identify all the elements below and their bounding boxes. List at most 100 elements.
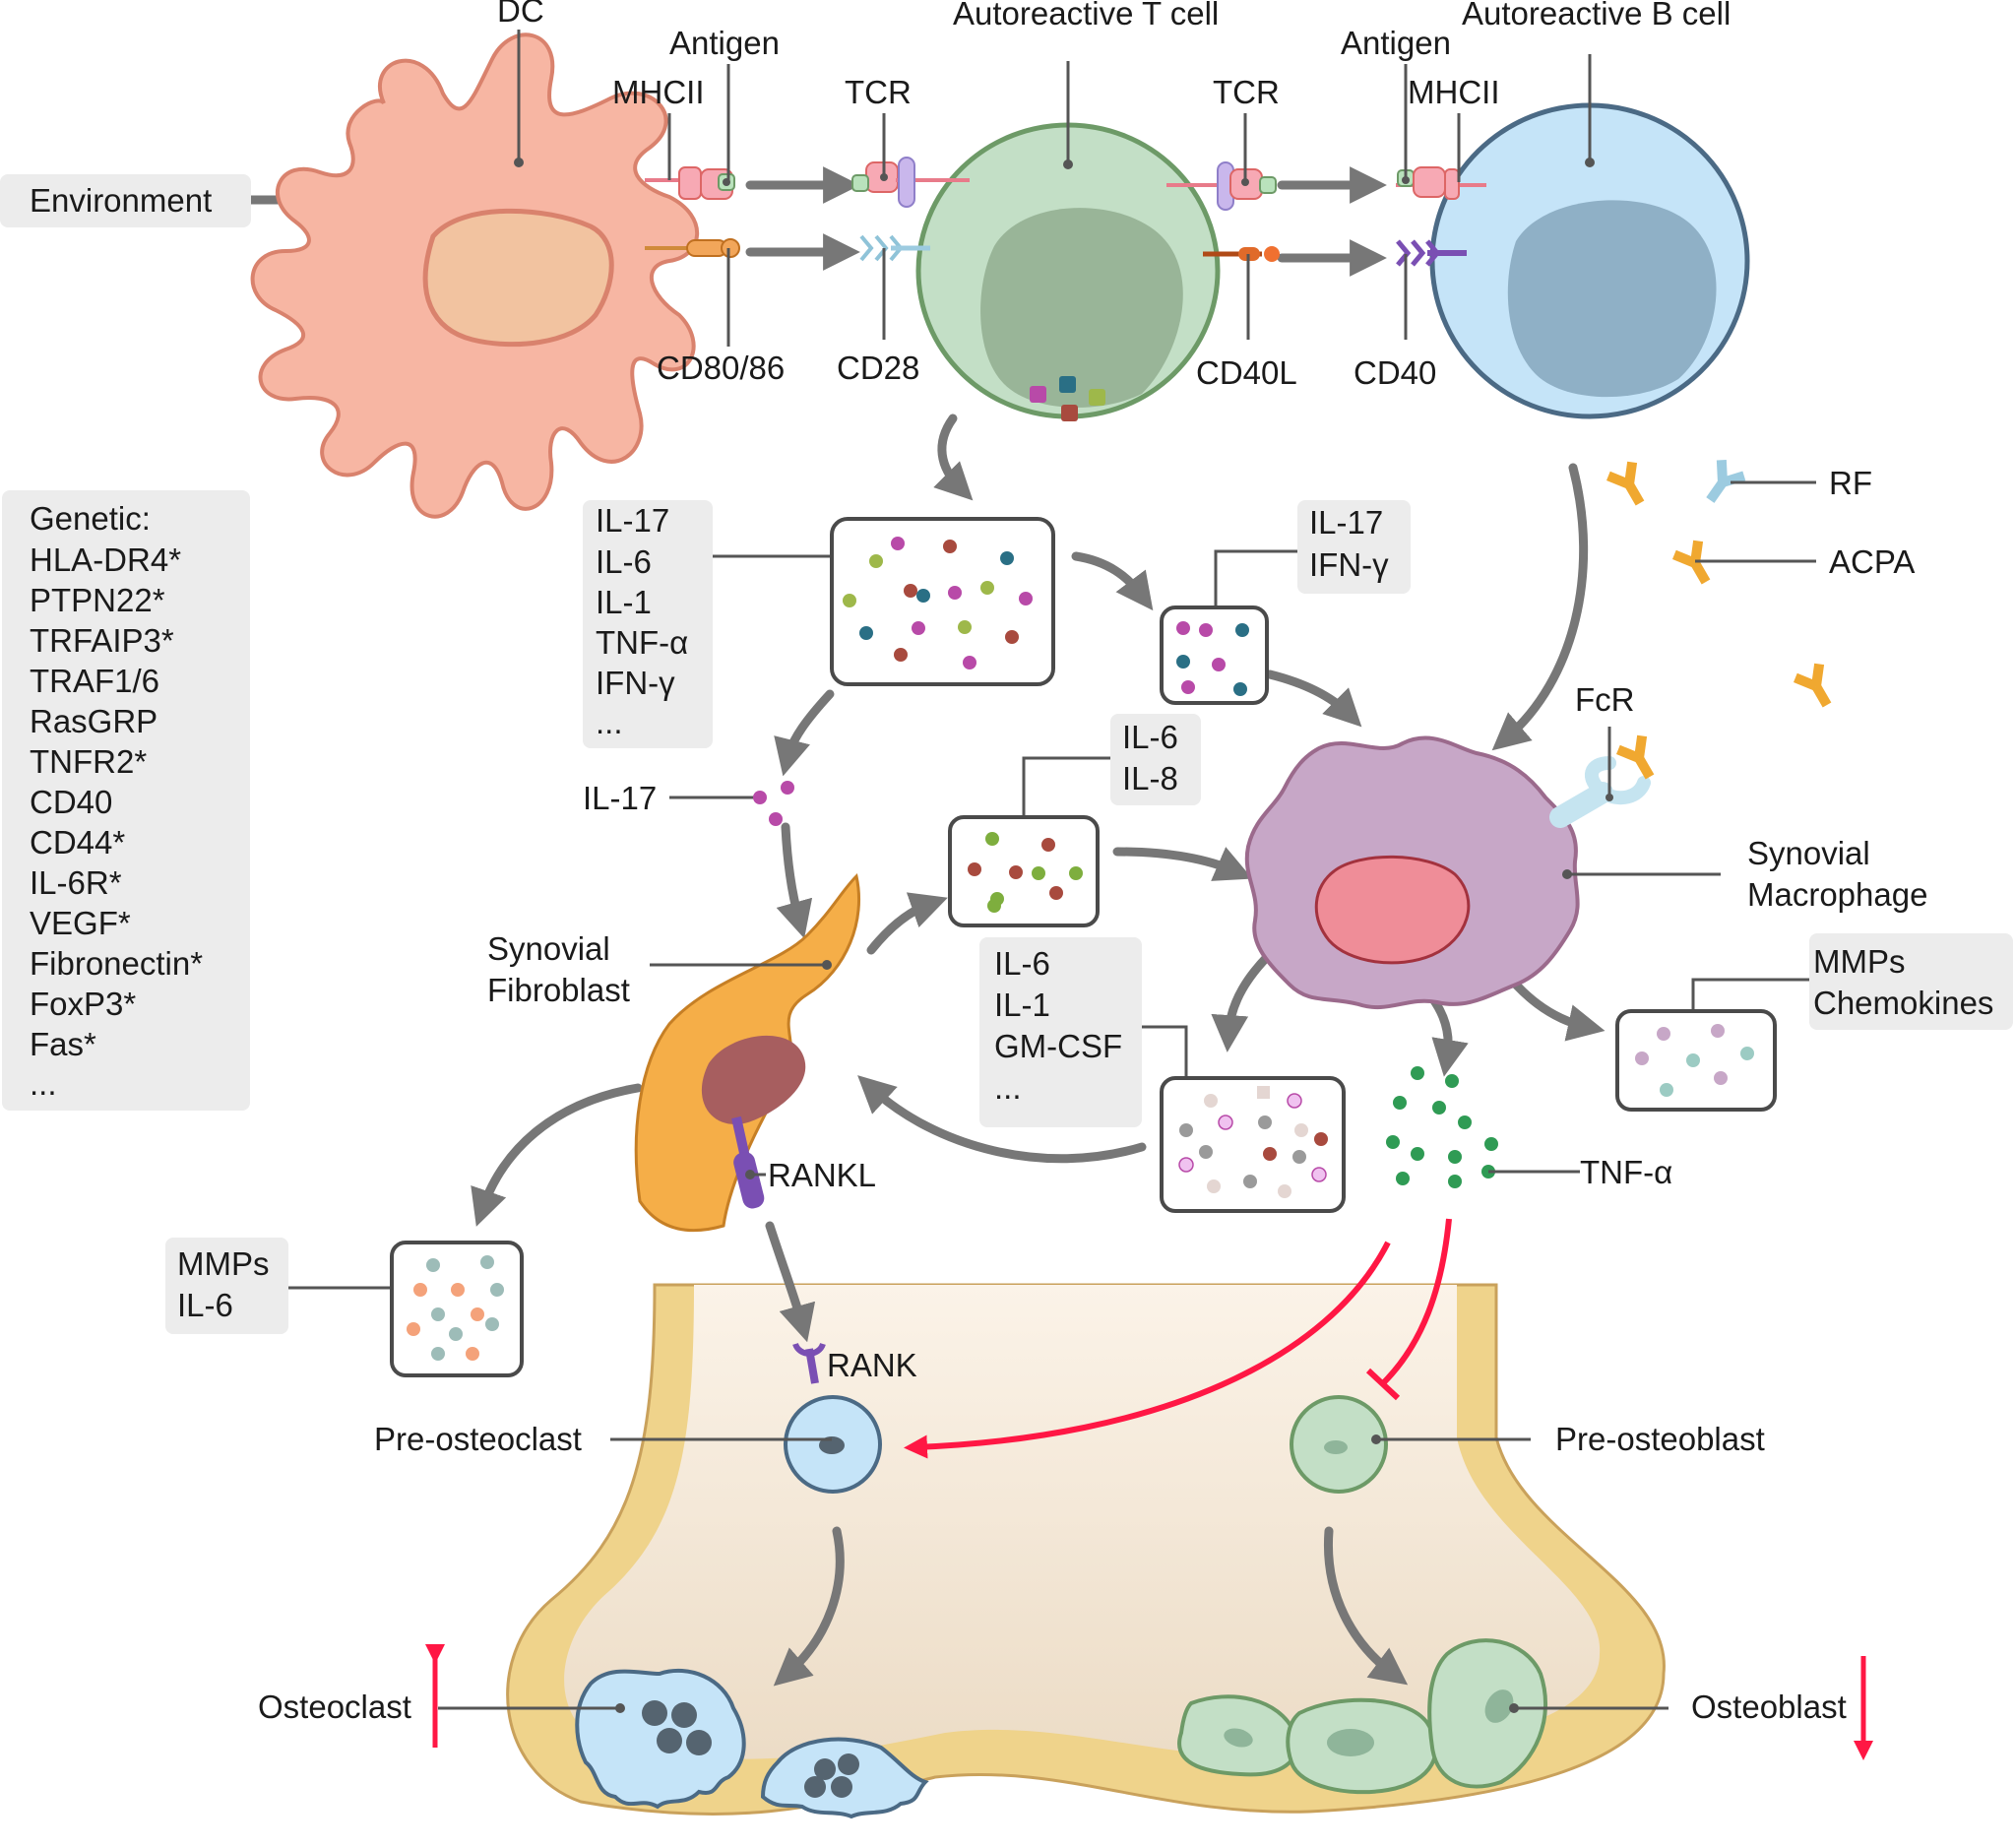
small-vesicle-dots: [1176, 621, 1249, 696]
tcell-label: Autoreactive T cell: [953, 0, 1219, 32]
genetic-line: IL-6R*: [30, 864, 122, 901]
pre-osteoclast-cell: [784, 1395, 882, 1494]
gmcsf-text: ...: [994, 1069, 1022, 1106]
rank-label: RANK: [827, 1347, 917, 1383]
gray-arrows: [246, 166, 1606, 1687]
synovial-macrophage: [1244, 735, 1580, 1010]
il6-il8-vesicle: [948, 815, 1100, 927]
il17-dots: [753, 781, 794, 826]
genetic-line: ...: [30, 1065, 57, 1102]
genetic-list: Genetic: HLA-DR4* PTPN22* TRFAIP3* TRAF1…: [30, 500, 203, 1102]
genetic-line: CD40: [30, 784, 112, 820]
genetic-line: TRFAIP3*: [30, 622, 174, 659]
bcell-label: Autoreactive B cell: [1462, 0, 1731, 32]
acpa-label: ACPA: [1829, 543, 1915, 580]
rankl-label: RANKL: [768, 1157, 876, 1193]
tcr-right-label: TCR: [1213, 74, 1280, 110]
tcr-left-label: TCR: [845, 74, 912, 110]
genetic-line: TRAF1/6: [30, 663, 159, 699]
fibroblast-label-2: Fibroblast: [487, 972, 630, 1008]
il6-il8-label-box: [1110, 714, 1201, 805]
genetic-line: Genetic:: [30, 500, 151, 537]
mmps-il6-text: MMPs: [177, 1245, 270, 1282]
genetic-line: TNFR2*: [30, 743, 147, 780]
arrow-preoc-oc: [773, 1526, 845, 1687]
arrow-small-box-macrophage: [1265, 669, 1362, 728]
tcell-cytokine: IL-17: [596, 502, 669, 539]
b-cell: [1429, 102, 1750, 419]
mhcii-b-label: MHCII: [1408, 74, 1500, 110]
il17-release-label: IL-17: [583, 780, 657, 816]
osteoblast-label: Osteoblast: [1691, 1689, 1847, 1725]
tcell-cytokine: IL-6: [596, 543, 652, 580]
genetic-line: PTPN22*: [30, 582, 165, 618]
small-cytokine: IL-17: [1309, 504, 1383, 541]
small-cytokine-label-box: [1297, 500, 1411, 594]
antibodies: [1606, 459, 1832, 708]
arrow-bcell-macrophage: [1491, 463, 1589, 751]
mmps-chemokines-text: Chemokines: [1813, 985, 1993, 1021]
mmps-il6-label-box: [165, 1238, 288, 1334]
mmps-il6-text: IL-6: [177, 1287, 233, 1323]
gmcsf-text: GM-CSF: [994, 1028, 1122, 1064]
red-arrows: [425, 1218, 1873, 1760]
osteoblast-cells: [1177, 1638, 1547, 1795]
cd28-label: CD28: [837, 350, 919, 386]
tcell-cytokine-vesicle: [830, 517, 1055, 686]
gmcsf-text: IL-1: [994, 987, 1050, 1023]
arrow-fibroblast-mmps: [471, 1083, 643, 1227]
arrow-fibroblast-box: [866, 892, 948, 955]
il6-il8-dots: [968, 832, 1083, 913]
mmps-il6-dots: [407, 1255, 504, 1361]
tcell-left-receptors: [851, 157, 970, 262]
gmcsf-vesicle: [1160, 1076, 1346, 1213]
tcell-cytokine: ...: [596, 704, 623, 740]
tcell-right-receptors: [1166, 161, 1280, 262]
environment-label: Environment: [30, 182, 212, 219]
t-cell: [915, 122, 1221, 421]
small-cytokine-leader: [1214, 549, 1297, 605]
mmps-chemokines-text: MMPs: [1813, 943, 1906, 980]
bcell-receptors: [1396, 166, 1486, 267]
small-cytokine: IFN-γ: [1309, 546, 1389, 583]
arrow-box-fibroblast: [857, 1075, 1147, 1164]
pre-osteoblast-cell: [1290, 1395, 1388, 1494]
arrow-preob-ob: [1323, 1526, 1409, 1686]
small-cytokine-vesicle: [1160, 605, 1269, 705]
genetic-line: FoxP3*: [30, 986, 136, 1022]
arrow-tcell-cytokines: [933, 414, 974, 501]
fcr-label: FcR: [1575, 681, 1635, 718]
gmcsf-leader: [1142, 1025, 1188, 1078]
macrophage-label-1: Synovial: [1747, 835, 1870, 871]
genetic-line: Fibronectin*: [30, 945, 203, 982]
pre-osteoblast-label: Pre-osteoblast: [1555, 1421, 1765, 1457]
fcr-receptor: [1549, 734, 1655, 828]
cd40-label: CD40: [1354, 354, 1436, 391]
red-arrow-tnf-preosteoclast: [904, 1241, 1391, 1459]
dc-receptors: [645, 166, 740, 258]
red-inhibition-tnf-preosteoblast: [1380, 1218, 1452, 1386]
inhibition-bar: [1365, 1368, 1401, 1401]
tcell-cytokine: IFN-γ: [596, 665, 675, 701]
il6-il8-text: IL-6: [1122, 719, 1178, 755]
tnf-release-label: TNF-α: [1580, 1154, 1672, 1190]
antigen-b-label: Antigen: [1341, 25, 1451, 61]
rf-label: RF: [1829, 465, 1872, 501]
genetic-box: [2, 490, 250, 1111]
macrophage-label-2: Macrophage: [1747, 876, 1927, 913]
arrow-to-small-box: [1071, 551, 1154, 611]
tcell-cytokine: TNF-α: [596, 624, 688, 661]
pre-osteoclast-label: Pre-osteoclast: [374, 1421, 582, 1457]
gmcsf-dots: [1178, 1086, 1328, 1198]
gmcsf-label-box: [979, 937, 1142, 1127]
mmps-chemokines-label-box: [1809, 933, 2013, 1030]
arrow-to-il17: [774, 689, 835, 777]
fibroblast-label-1: Synovial: [487, 930, 610, 967]
il6-il8-leader: [1022, 756, 1110, 817]
mhcii-dc-label: MHCII: [612, 74, 705, 110]
genetic-line: VEGF*: [30, 905, 131, 941]
tcell-cytokine: IL-1: [596, 584, 652, 620]
il6-il8-text: IL-8: [1122, 760, 1178, 797]
arrow-rankl-rank: [765, 1221, 816, 1343]
